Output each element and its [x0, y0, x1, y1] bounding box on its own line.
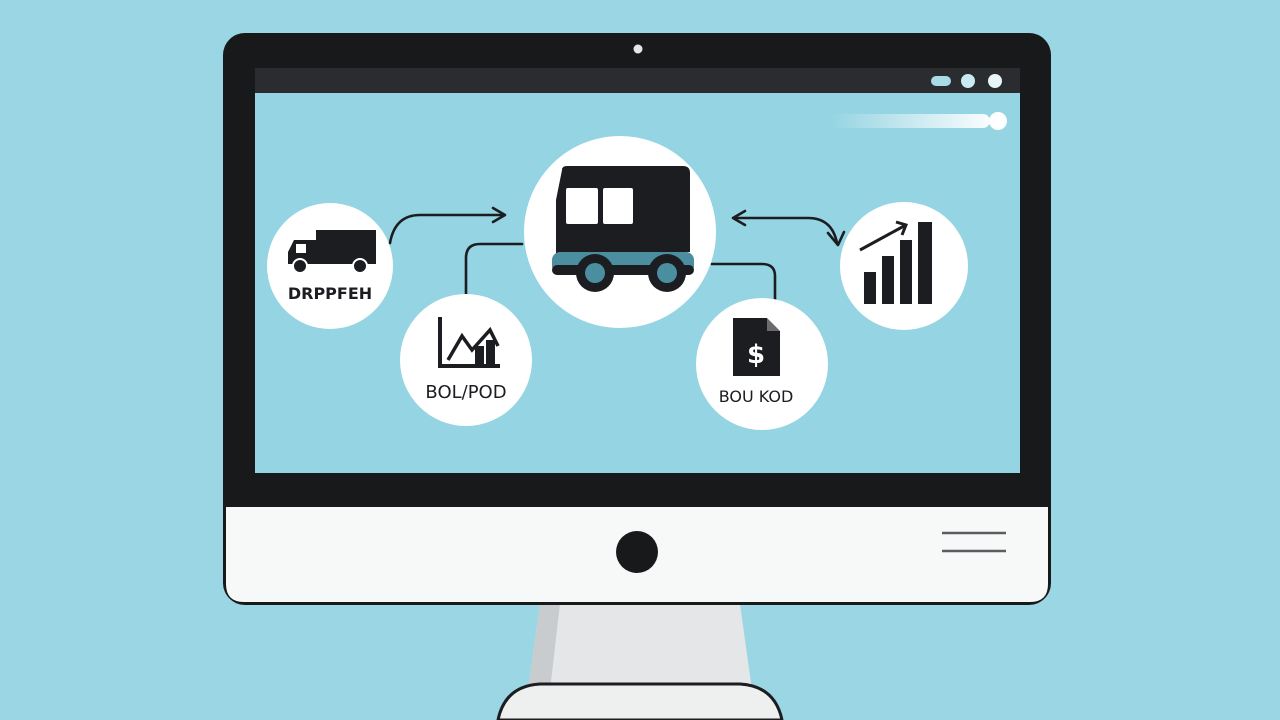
delivery-truck-icon	[288, 230, 376, 274]
node-analytics[interactable]	[840, 202, 968, 330]
arrow-head-icon	[826, 230, 846, 247]
node-dispatch[interactable]: DRPPFEH	[267, 203, 393, 329]
window-control-dot[interactable]	[988, 74, 1002, 88]
power-button-icon[interactable]	[616, 531, 658, 573]
connector-bol-left-to-center	[464, 242, 524, 310]
node-label: BOU KOD	[719, 387, 794, 406]
window-control-dot[interactable]	[961, 74, 975, 88]
window-controls	[931, 74, 1002, 88]
node-label: DRPPFEH	[288, 284, 372, 303]
monitor-stand	[496, 604, 784, 720]
dollar-sign: $	[747, 340, 765, 370]
line-chart-icon	[438, 317, 500, 368]
window-titlebar	[255, 68, 1020, 93]
node-truck-center[interactable]	[524, 136, 716, 328]
invoice-dollar-icon: $	[733, 318, 780, 376]
slider-handle[interactable]	[989, 112, 1007, 130]
node-bol-left[interactable]: BOL/POD	[400, 294, 532, 426]
connector-analytics-to-center	[733, 216, 839, 245]
menu-lines-icon[interactable]	[942, 531, 1006, 553]
truck-front-icon	[552, 166, 694, 292]
node-bol-right[interactable]: $ BOU KOD	[696, 298, 828, 430]
connector-lines	[388, 206, 846, 310]
window-control-dot[interactable]	[931, 76, 951, 86]
arrow-head-icon	[731, 209, 747, 227]
slider-track	[830, 114, 990, 128]
connector-center-to-bol-right	[710, 262, 777, 302]
node-label: BOL/POD	[425, 382, 506, 403]
bar-chart-up-icon	[859, 220, 932, 304]
camera-dot-icon	[633, 44, 643, 54]
arrow-head-icon	[491, 206, 507, 224]
connector-dispatch-to-center	[388, 213, 505, 245]
